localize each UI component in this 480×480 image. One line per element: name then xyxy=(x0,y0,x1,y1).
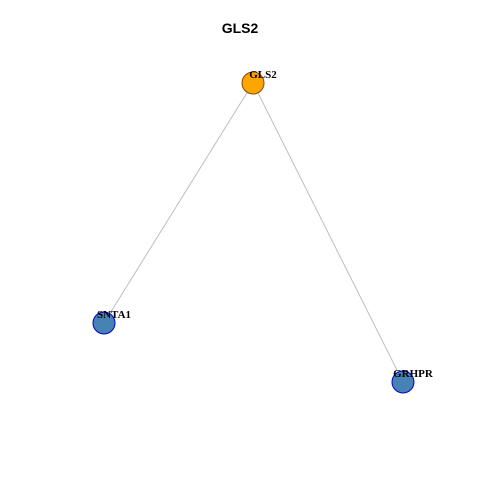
node-label: GRHPR xyxy=(393,368,434,380)
edge-layer xyxy=(103,82,404,383)
node-grhpr: GRHPR xyxy=(391,368,434,394)
node-circle xyxy=(92,311,116,335)
node-label: SNTA1 xyxy=(97,309,131,321)
node-circle xyxy=(391,370,415,394)
node-gls2: GLS2 xyxy=(241,69,277,95)
graph-title: GLS2 xyxy=(221,20,259,36)
node-circle xyxy=(241,71,265,95)
edge-gls2-grhpr xyxy=(252,82,404,383)
node-snta1: SNTA1 xyxy=(92,309,131,335)
node-label: GLS2 xyxy=(249,69,277,81)
edge-gls2-snta1 xyxy=(103,82,254,324)
